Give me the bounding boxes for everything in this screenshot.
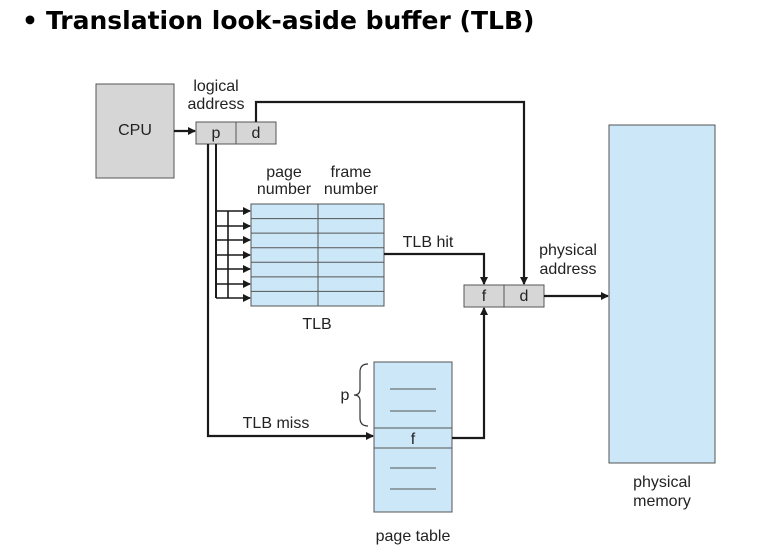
offset-route-arrow [254, 100, 528, 285]
page-table-body [373, 361, 453, 513]
tlb-hit-arrow [384, 252, 488, 285]
tlb-label: TLB [302, 316, 331, 333]
title-text: Translation look-aside buffer (TLB) [45, 6, 535, 35]
cpu-label: CPU [118, 122, 152, 139]
page-index-label: p [341, 387, 350, 404]
tlb-table [250, 203, 385, 307]
page-table-label: page table [376, 528, 451, 545]
logical-address-label-line1: logical [193, 78, 238, 95]
slide-title: •Translation look-aside buffer (TLB) [22, 6, 534, 35]
tlb-frame-header-line1: frame [331, 164, 372, 181]
physical-frame-letter: f [482, 288, 487, 305]
logical-offset-letter: d [252, 125, 261, 142]
tlb-miss-arrow [206, 144, 374, 440]
physical-memory-label-line1: physical [633, 474, 691, 491]
cpu-box [95, 83, 175, 179]
tlb-miss-label: TLB miss [243, 415, 310, 432]
tlb-lookup-arrows [215, 144, 251, 302]
physical-offset-letter: d [520, 288, 529, 305]
page-index-brace [353, 363, 369, 427]
logical-address-label-line2: address [188, 96, 245, 113]
page-table [373, 361, 453, 513]
page-table-frame-entry: f [411, 431, 416, 448]
tlb-page-header-line1: page [266, 164, 302, 181]
page-table-to-frame-arrow [452, 307, 488, 440]
tlb-hit-label: TLB hit [403, 234, 454, 251]
tlb-page-header-line2: number [257, 181, 312, 198]
physical-memory-label-line2: memory [633, 493, 691, 510]
title-bullet: • [22, 6, 38, 35]
tlb-frame-header-line2: number [324, 181, 379, 198]
physical-address-label-line1: physical [539, 242, 597, 259]
logical-page-letter: p [212, 125, 221, 142]
physical-memory-box [608, 124, 716, 464]
physical-address-label-line2: address [540, 261, 597, 278]
